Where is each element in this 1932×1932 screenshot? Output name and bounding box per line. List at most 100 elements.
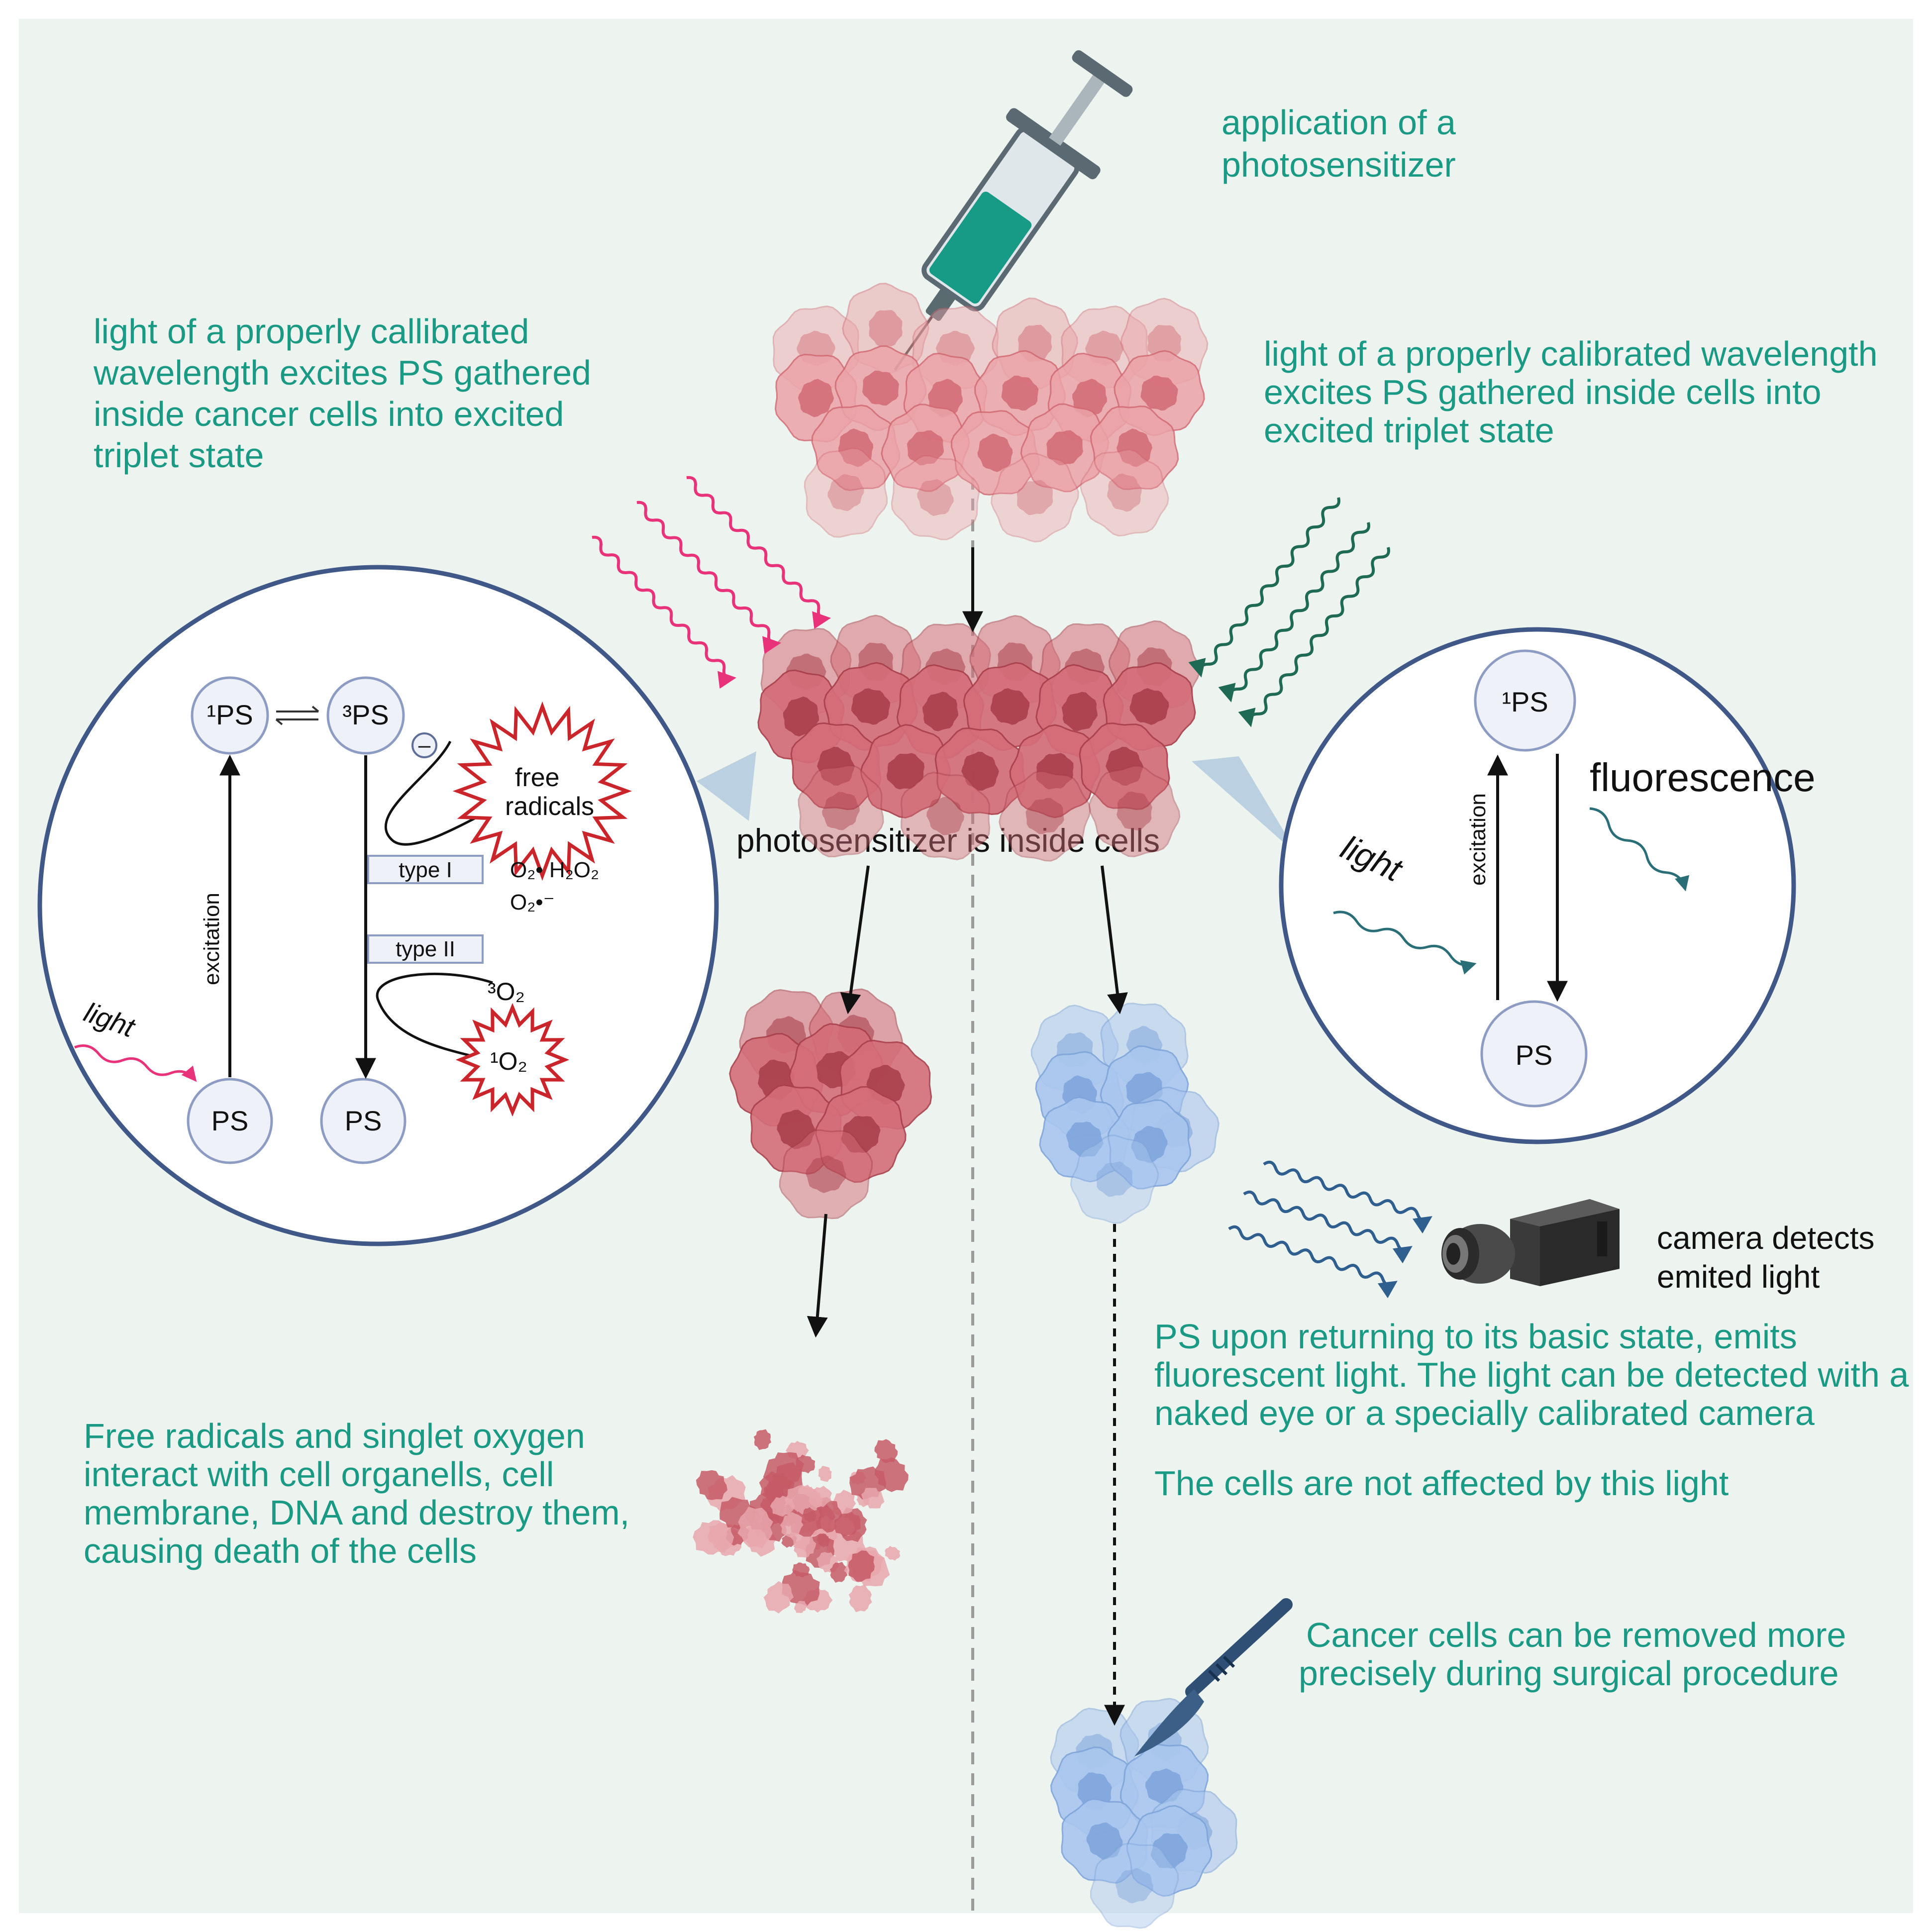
cell-fragment [818,1466,832,1482]
left-bottom-text: Free radicals and singlet oxygen interac… [84,1417,639,1570]
cell-fragment [737,1507,773,1548]
cancer-cell [950,410,1040,496]
singlet-oxygen-label: ¹O₂ [490,1047,527,1075]
type1-label: type I [399,858,452,882]
cancer-cell [842,283,929,374]
cell-fragment [796,1454,815,1474]
destroyed-cells [693,1429,909,1614]
cell-fragment [780,1512,804,1538]
cell-fragment [696,1470,727,1500]
ps-ground-label-right: PS [345,1105,382,1136]
left-circle-light-ray [74,1044,197,1082]
green-light-ray [1188,497,1340,678]
emitted-light-ray [1243,1190,1413,1264]
right-ps-ground-node [1480,1000,1588,1108]
cancer-cell [779,1129,873,1220]
pink-light-ray [636,501,781,654]
fluorescent-cell-cluster [1030,1003,1220,1224]
cell-fragment [753,1429,771,1450]
right-fluorescence-circle: ¹PS PS excitation fluorescence light [1279,627,1816,1144]
cell-fragment [848,1550,875,1582]
cell-fragment [792,1562,810,1577]
camera-icon [1441,1199,1620,1286]
fluorescent-cell [1061,1798,1148,1884]
right-ps-singlet-label: ¹PS [1502,686,1548,717]
cell-fragment [861,1488,885,1509]
cancer-cell-with-ps [798,765,884,857]
green-light-ray [1238,547,1390,727]
arrow-mid-to-left [840,865,870,1015]
cell-fragment [794,1536,816,1558]
electron-icon [411,732,437,758]
cancer-cell-cluster-left [729,988,932,1220]
cell-fragment [885,1546,901,1561]
right-ps-singlet-node [1474,649,1576,752]
right-excitation-label: excitation [1466,793,1490,886]
left-callout-wedge [697,751,756,821]
left-mechanism-circle: ¹PS ³PS PS PS excitation light – free ra… [37,565,719,1246]
cancer-cell [811,405,901,491]
electron-label: – [418,733,431,757]
cancer-cell-with-ps [999,770,1091,862]
cell-fragment [794,1601,807,1613]
cell-fragment [770,1496,796,1517]
fluorescent-cell [1108,1099,1191,1190]
cell-fragment [802,1507,817,1523]
ps-triplet-node [326,676,405,755]
fluorescent-cell [1070,1134,1159,1224]
cancer-cell-with-ps [1088,765,1181,857]
singlet-oxygen-burst [455,1003,570,1117]
emitted-light-ray [1228,1225,1398,1299]
camera-text: camera detects emited light [1657,1220,1883,1295]
cell-fragment [816,1533,830,1548]
cell-fragment [693,1520,734,1555]
pink-light-ray [686,476,831,629]
arrow-mid-to-right [1101,865,1128,1015]
green-light-ray [1218,522,1370,703]
cancer-cell-cluster-with-ps [757,614,1201,862]
cell-fragment [763,1581,794,1614]
type2-curve [376,972,493,1065]
right-light-text: light of a properly calibrated wavelengt… [1264,334,1887,450]
cancer-cell-with-ps [1079,722,1170,810]
fluorescence-label: fluorescence [1590,755,1816,800]
cell-fragment [848,1584,872,1613]
left-light-text: light of a properly callibrated waveleng… [93,312,601,475]
ps-ground-node-right [320,1078,407,1164]
type2-label: type II [396,937,455,961]
scalpel-icon [1134,1598,1293,1756]
cancer-cell-with-ps [790,722,882,811]
ps-singlet-label: ¹PS [206,699,253,730]
fluorescence-ray [1589,807,1690,892]
cancer-cell [1020,403,1110,493]
cancer-cell [1090,406,1179,490]
emitted-light-ray [1263,1160,1432,1234]
cancer-cell-with-ps [860,724,951,818]
ps-singlet-node [191,676,269,755]
type1-box [367,855,484,884]
fluorescent-cell [1039,1096,1130,1183]
cancer-cell-with-ps [1009,724,1101,818]
surgery-text: Cancer cells can be removed more precise… [1299,1616,1856,1693]
ps-ground-node-left [187,1078,273,1164]
cancer-cell [991,452,1079,543]
right-mid-text-2: The cells are not affected by this light [1154,1464,1729,1503]
light-rays [592,476,1432,1299]
cell-fragment [808,1486,832,1509]
arrow-left-to-dead [807,1214,828,1338]
excitation-label: excitation [200,893,224,985]
right-light-in-ray [1333,911,1477,975]
right-ps-ground-label: PS [1516,1039,1553,1071]
equilibrium-arrows [275,706,319,725]
ros-label-1: O₂• H₂O₂ [510,858,599,882]
cell-fragment [829,1562,848,1583]
triplet-oxygen-label: ³O₂ [488,978,525,1006]
fluorescent-cell [1126,1805,1213,1897]
cancer-cell [881,404,970,492]
right-mid-text: PS upon returning to its basic state, em… [1154,1317,1919,1432]
cancer-cell-with-ps [934,727,1026,815]
cancer-cell-with-ps [900,772,991,860]
free-radicals-label: free radicals [505,763,594,821]
right-callout-wedge [1192,756,1299,856]
